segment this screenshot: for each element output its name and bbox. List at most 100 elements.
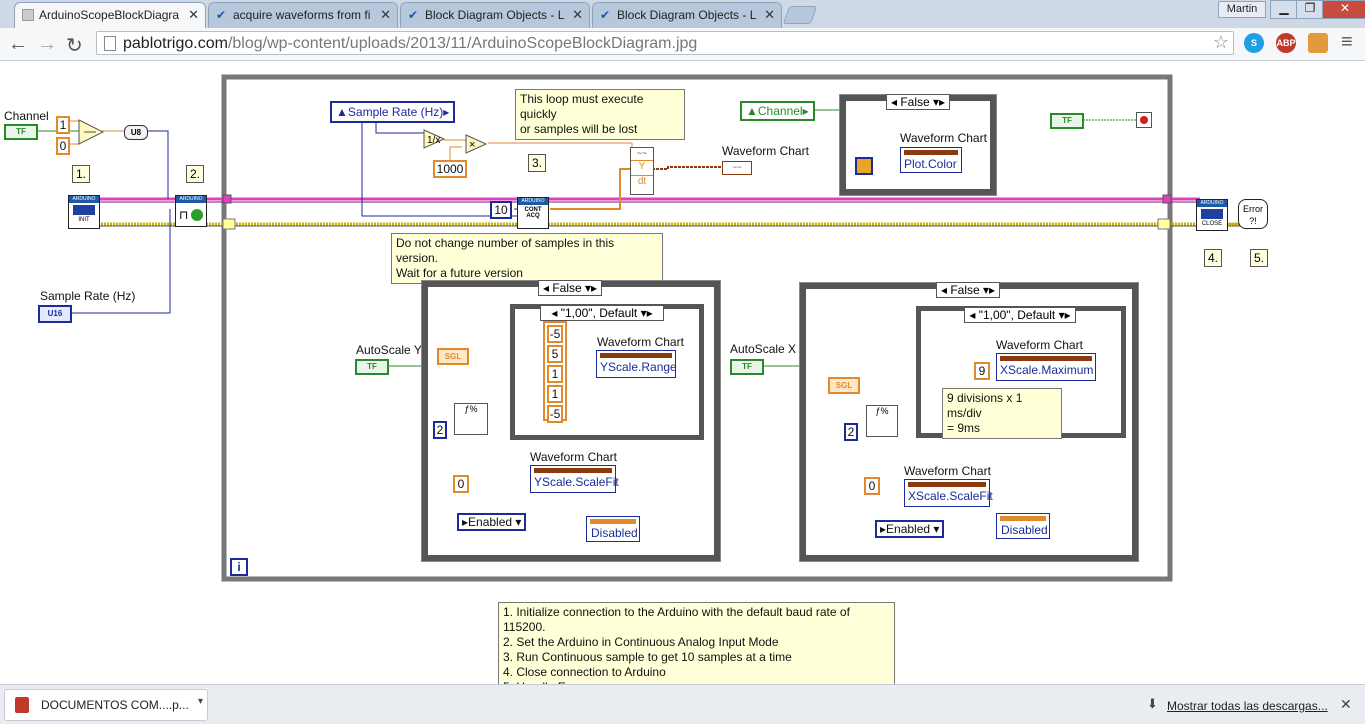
color-box-constant xyxy=(855,157,873,175)
case-selector-y-value: False xyxy=(552,281,582,295)
download-icon: ⬇ xyxy=(1147,696,1158,711)
page-icon xyxy=(104,36,116,51)
array-value: -5 xyxy=(547,325,563,343)
error-handler-icon: Error ?! xyxy=(1238,199,1268,229)
browser-toolbar: ← → ↻ pablotrigo.com/blog/wp-content/upl… xyxy=(0,28,1365,61)
arduino-close-subvi: ARDUINO CLOSE xyxy=(1196,199,1228,231)
step-3-label: 3. xyxy=(528,154,546,172)
close-icon[interactable]: ✕ xyxy=(1340,696,1352,712)
close-icon[interactable]: ✕ xyxy=(764,7,775,22)
skype-icon[interactable]: S xyxy=(1244,33,1264,53)
arduino-continuous-acq-subvi: ARDUINO CONT ACQ xyxy=(517,197,549,229)
extension-icon[interactable] xyxy=(1308,33,1328,53)
loop-note: This loop must execute quickly or sample… xyxy=(515,89,685,140)
enabled-enum-x-text: Enabled xyxy=(886,522,931,536)
array-value: -5 xyxy=(547,405,563,423)
tab-block-diagram-1[interactable]: ✔ Block Diagram Objects - L ✕ xyxy=(400,2,590,28)
xscale-max-property: XScale.Maximum xyxy=(996,353,1096,381)
sgl-const-x: SGL xyxy=(828,377,860,394)
minimize-button[interactable]: ▁ xyxy=(1270,0,1298,19)
enabled-enum-y: ▸Enabled ▾ xyxy=(457,513,527,531)
sample-rate-local: ▲Sample Rate (Hz)▸ xyxy=(330,101,456,123)
xscale-max-text: XScale.Maximum xyxy=(1000,363,1094,377)
waveform-chart-terminal: ~~ xyxy=(722,161,752,175)
menu-icon[interactable]: ≡ xyxy=(1341,31,1353,53)
build-waveform-node: ~~ Y dt xyxy=(630,147,654,195)
case-selector-default-x[interactable]: ◂ "1,00", Default ▾▸ xyxy=(964,307,1076,323)
block-diagram-image: Channel TF 1 0 U8 1. 2. ARDUINO INIT ARD… xyxy=(0,61,1365,698)
const-one: 1 xyxy=(56,116,70,134)
download-file-name: DOCUMENTOS COM....p... xyxy=(41,698,189,712)
close-label: CLOSE xyxy=(1201,221,1223,227)
tab-acquire-waveforms[interactable]: ✔ acquire waveforms from fi ✕ xyxy=(208,2,398,28)
case-selector-y[interactable]: ◂ False ▾▸ xyxy=(538,280,602,296)
tab-block-diagram-2[interactable]: ✔ Block Diagram Objects - L ✕ xyxy=(592,2,782,28)
autoscale-y-control: TF xyxy=(355,359,389,375)
yscale-fit-text: YScale.ScaleFit xyxy=(534,475,619,489)
multiply-node-icon: × xyxy=(465,134,487,154)
u8-convert: U8 xyxy=(124,125,148,140)
chevron-down-icon[interactable]: ▾ xyxy=(197,696,203,707)
while-loop-frame xyxy=(221,74,1173,582)
tab-title: Block Diagram Objects - L xyxy=(617,8,757,22)
arduino-set-mode-subvi: ARDUINO ⊓ xyxy=(175,195,207,227)
close-icon[interactable]: ✕ xyxy=(188,7,199,22)
pdf-icon xyxy=(15,697,29,713)
const-10: 10 xyxy=(490,201,512,219)
loop-note-line-1: This loop must execute quickly xyxy=(520,92,644,121)
maximize-button[interactable]: ❐ xyxy=(1296,0,1324,19)
plot-color-text: Plot.Color xyxy=(904,157,957,171)
wires xyxy=(36,74,1240,582)
divisions-note: 9 divisions x 1 ms/div = 9ms xyxy=(942,388,1062,439)
download-item[interactable]: DOCUMENTOS COM....p... ▾ xyxy=(4,689,208,721)
waveform-chart-label-top: Waveform Chart xyxy=(722,144,809,158)
build-y-label: Y xyxy=(631,161,653,176)
divisions-note-line-2: = 9ms xyxy=(947,421,981,435)
star-icon[interactable]: ☆ xyxy=(1212,32,1229,52)
url-text: pablotrigo.com/blog/wp-content/uploads/2… xyxy=(123,35,697,53)
array-value: 5 xyxy=(547,345,563,363)
url-path: /blog/wp-content/uploads/2013/11/Arduino… xyxy=(227,35,698,52)
const-9: 9 xyxy=(974,362,990,380)
case-selector-default-y[interactable]: ◂ "1,00", Default ▾▸ xyxy=(540,305,664,321)
step-2-label: 2. xyxy=(186,165,204,183)
back-icon[interactable]: ← xyxy=(8,33,28,55)
const-2-y: 2 xyxy=(433,421,447,439)
forward-icon[interactable]: → xyxy=(37,33,57,55)
shift-register-right xyxy=(1162,194,1172,204)
close-icon[interactable]: ✕ xyxy=(572,7,583,22)
samples-note-line-2: Wait for a future version xyxy=(396,266,523,280)
case-selector-x-value: False xyxy=(950,283,980,297)
case-selector-x[interactable]: ◂ False ▾▸ xyxy=(936,282,1000,298)
tab-title: ArduinoScopeBlockDiagra xyxy=(39,8,180,22)
tab-arduino-scope[interactable]: ArduinoScopeBlockDiagra ✕ xyxy=(14,2,206,28)
show-all-downloads-link[interactable]: Mostrar todas las descargas... xyxy=(1167,699,1328,713)
window-close-button[interactable]: ✕ xyxy=(1322,0,1365,19)
close-icon[interactable]: ✕ xyxy=(380,7,391,22)
sample-rate-control: U16 xyxy=(38,305,72,323)
disabled-property-y: Disabled xyxy=(586,516,640,542)
autoscale-x-label: AutoScale X xyxy=(730,342,797,356)
enabled-enum-x: ▸Enabled ▾ xyxy=(875,520,945,538)
new-tab-button[interactable] xyxy=(782,6,818,24)
disabled-text-y: Disabled xyxy=(591,526,638,540)
yscale-fit-property: YScale.ScaleFit xyxy=(530,465,619,493)
tab-title: acquire waveforms from fi xyxy=(233,8,371,22)
case-selector-top[interactable]: ◂ False ▾▸ xyxy=(886,94,950,110)
reload-icon[interactable]: ↻ xyxy=(66,35,83,57)
adblock-icon[interactable]: ABP xyxy=(1276,33,1296,53)
array-value: 1 xyxy=(547,385,563,403)
user-profile-button[interactable]: Martin xyxy=(1218,1,1266,18)
sgl-const-y: SGL xyxy=(437,348,469,365)
steps-note-line-4: 4. Close connection to Arduino xyxy=(503,665,666,679)
samples-note-line-1: Do not change number of samples in this … xyxy=(396,236,615,265)
waveform-chart-label-yrange: Waveform Chart xyxy=(597,335,684,349)
format-node-y: ƒ% xyxy=(454,403,488,435)
const-zero: 0 xyxy=(56,137,70,155)
tab-title: Block Diagram Objects - L xyxy=(425,8,565,22)
waveform-chart-label-yfit: Waveform Chart xyxy=(530,450,617,464)
address-bar[interactable]: pablotrigo.com/blog/wp-content/uploads/2… xyxy=(96,31,1234,55)
case-selector-default-y-value: "1,00", Default xyxy=(560,306,638,320)
enabled-enum-y-text: Enabled xyxy=(468,515,513,529)
waveform-chart-label-case: Waveform Chart xyxy=(900,131,987,145)
